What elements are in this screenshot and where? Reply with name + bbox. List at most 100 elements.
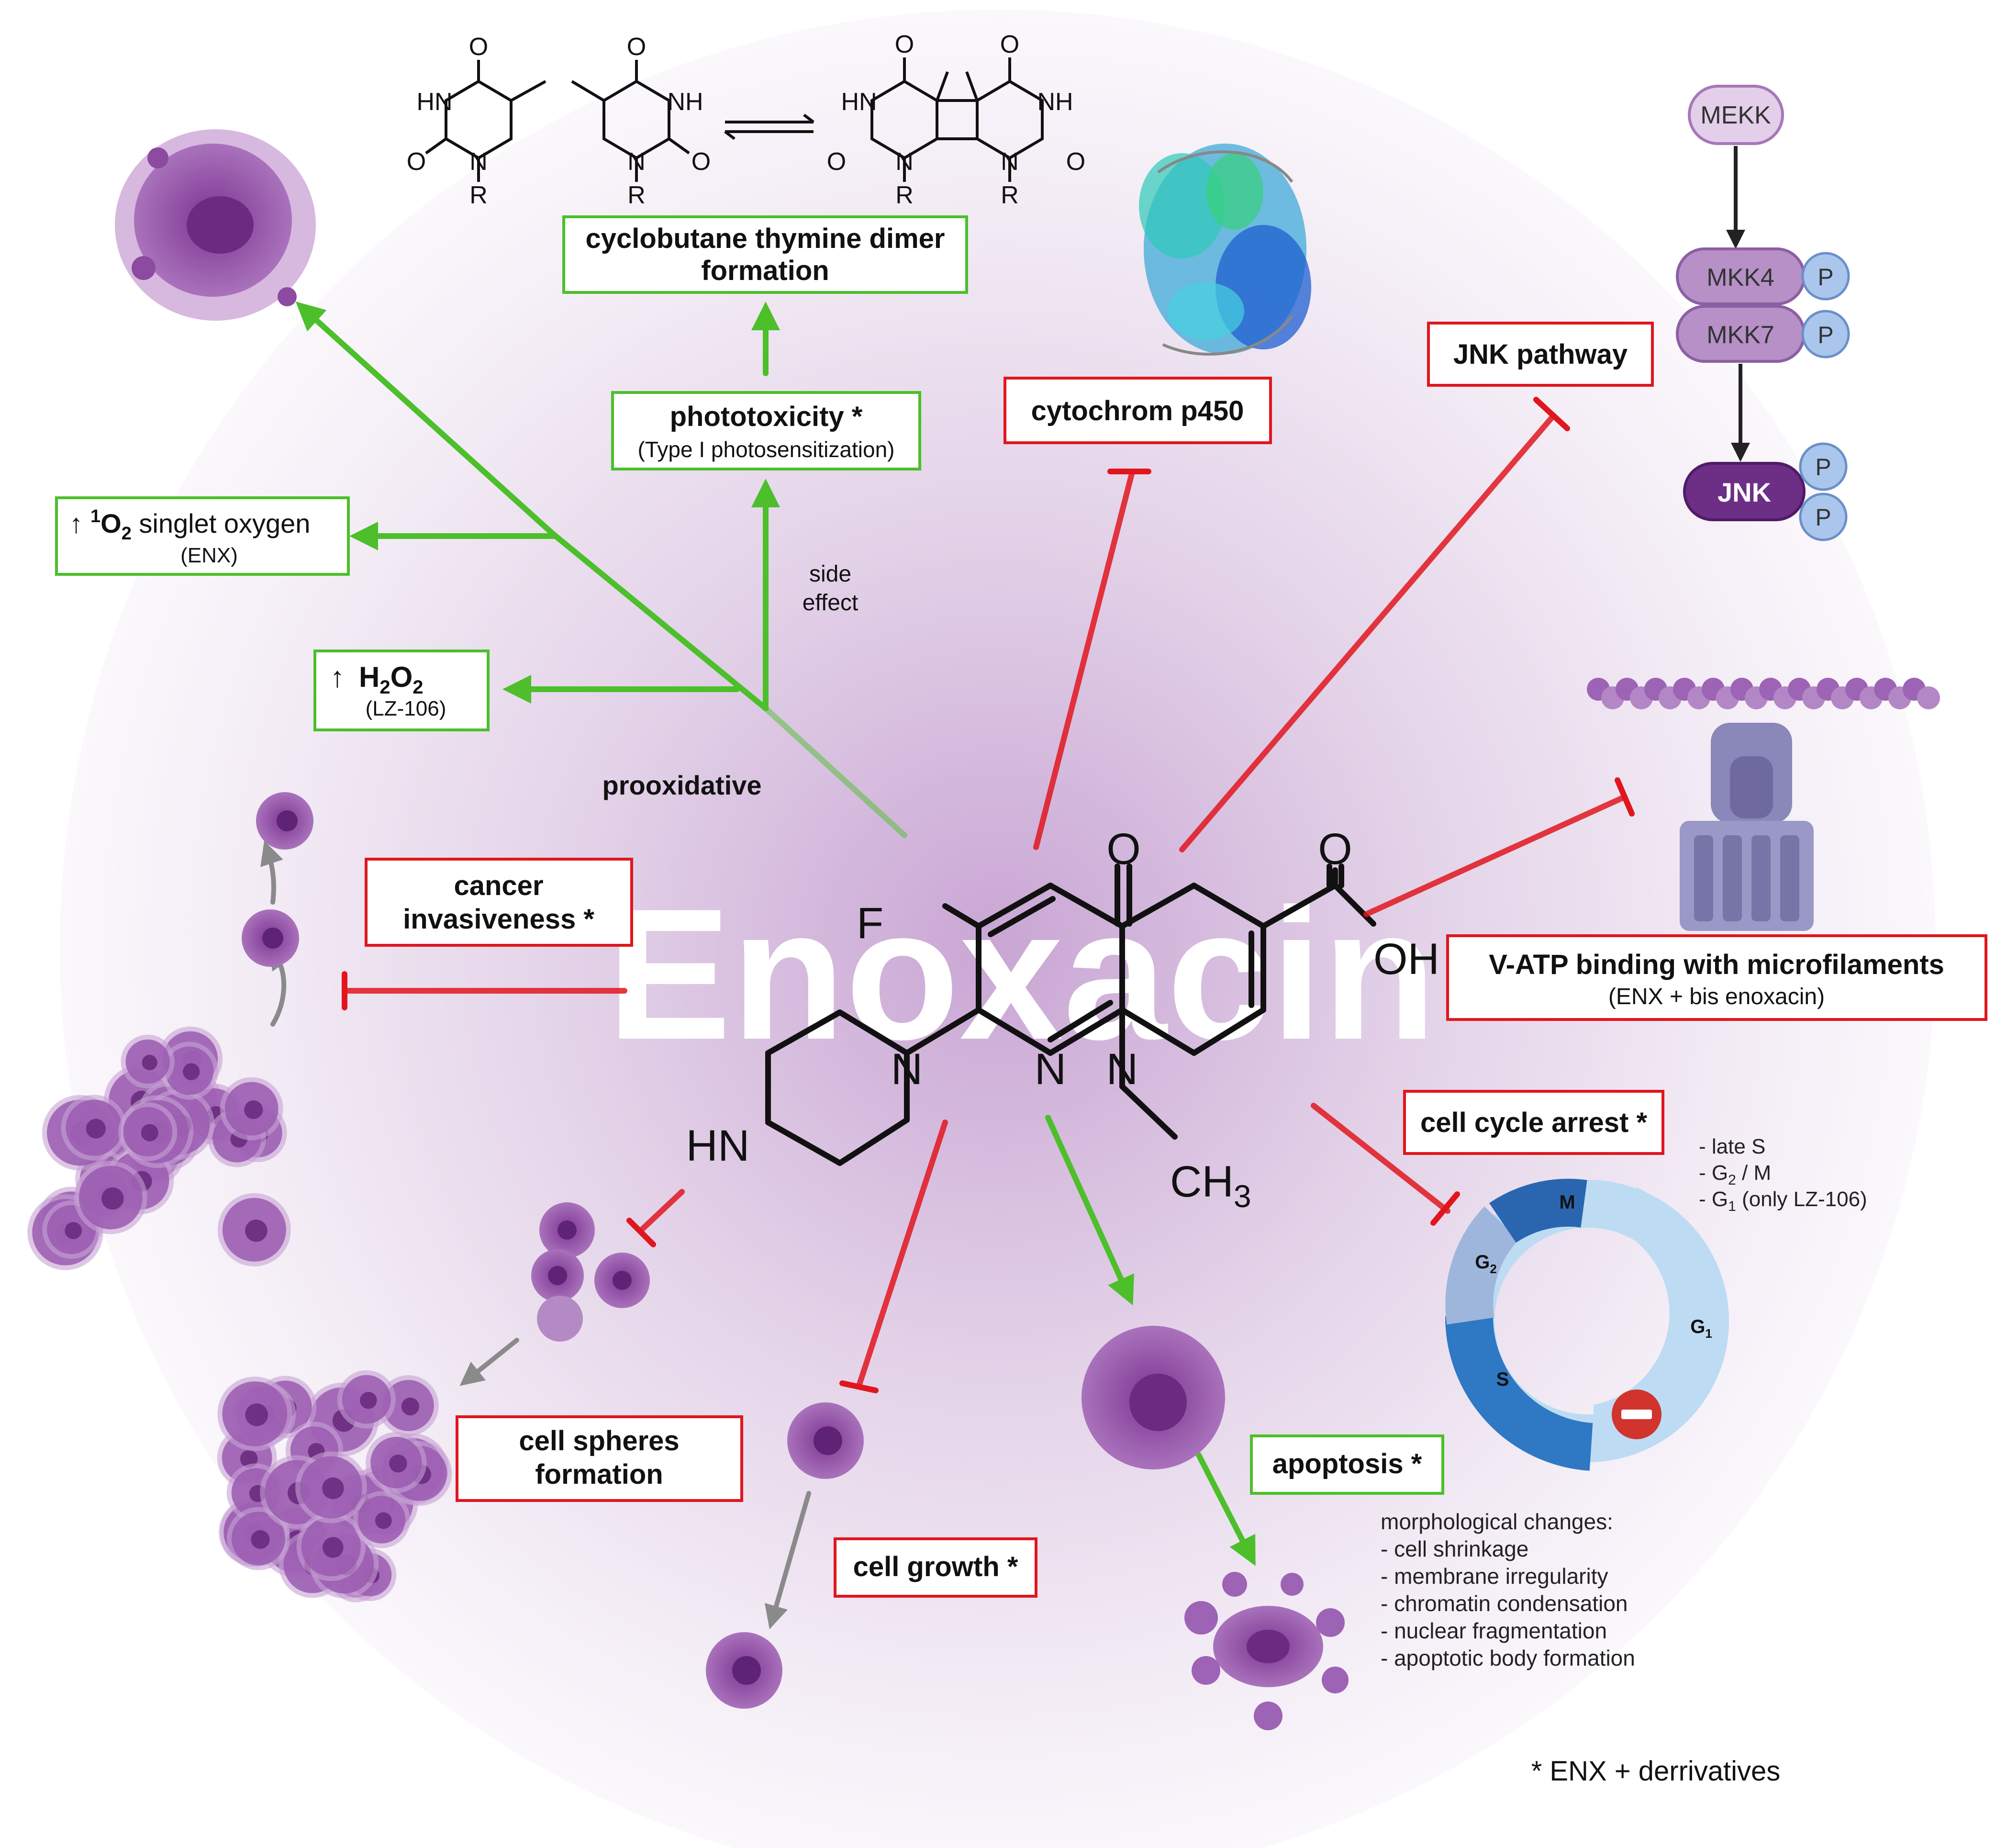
box-jnk: JNK pathway xyxy=(1427,322,1654,387)
svg-text:- cell shrinkage: - cell shrinkage xyxy=(1381,1536,1528,1561)
jnk-cascade: MEKK MKK4 P MKK7 P JNK P P xyxy=(1676,85,1850,541)
thy-o6: O xyxy=(827,148,846,176)
jnk-phospho-1 xyxy=(1799,442,1848,491)
box-singlet-oxygen: ↑1O2 singlet oxygen (ENX) xyxy=(55,496,350,576)
cancer-cell-cluster xyxy=(27,1026,291,1270)
svg-text:(LZ-106): (LZ-106) xyxy=(366,697,446,720)
phase-s-label: S xyxy=(1496,1369,1509,1390)
phase-g2-segment xyxy=(1445,1206,1519,1325)
cell-cycle-notes: - late S - G2 / M - G1 (only LZ-106) xyxy=(1699,1135,1867,1214)
box-cell-cycle-arrest: cell cycle arrest * xyxy=(1403,1090,1664,1155)
thy-r2: R xyxy=(627,181,646,209)
thy-nh4: NH xyxy=(1037,88,1073,116)
svg-text:apoptosis *: apoptosis * xyxy=(1272,1448,1422,1479)
thy-hn1: HN xyxy=(416,88,452,116)
microfilament xyxy=(1587,678,1940,709)
box-phototoxicity: phototoxicity * (Type I photosensitizati… xyxy=(611,391,921,470)
footnote: * ENX + derrivatives xyxy=(1531,1756,1781,1787)
svg-text:morphological changes:: morphological changes: xyxy=(1381,1509,1613,1534)
thy-r1: R xyxy=(469,181,488,209)
phase-s-segment xyxy=(1445,1316,1594,1471)
migrating-cell-2 xyxy=(242,909,299,967)
thy-n4: N xyxy=(1001,148,1019,176)
svg-text:cell growth *: cell growth * xyxy=(853,1551,1018,1582)
small-cell-group xyxy=(531,1202,650,1342)
svg-text:(ENX + bis enoxacin): (ENX + bis enoxacin) xyxy=(1608,984,1825,1009)
thy-r3: R xyxy=(895,181,914,209)
jnk-phospho-2 xyxy=(1799,493,1848,541)
thy-r4: R xyxy=(1001,181,1019,209)
thy-n1: N xyxy=(469,148,488,176)
mekk-label: MEKK xyxy=(1700,101,1771,129)
mkk4-label: MKK4 xyxy=(1706,264,1774,291)
apoptosis-notes: morphological changes: - cell shrinkage … xyxy=(1381,1509,1635,1670)
atom-o-ketone: O xyxy=(1106,825,1141,874)
promote-arrows xyxy=(1045,1115,1256,1566)
box-vatp: V-ATP binding with microfilaments (ENX +… xyxy=(1446,934,1987,1021)
thy-o7: O xyxy=(1000,31,1019,58)
box-cancer-invasiveness: cancer invasiveness * xyxy=(365,858,633,947)
thymine-structures xyxy=(425,57,1044,182)
mekk-node xyxy=(1688,85,1784,145)
growth-cell-1 xyxy=(787,1402,864,1479)
svg-text:- G1 (only LZ-106): - G1 (only LZ-106) xyxy=(1699,1187,1867,1214)
apoptotic-cell-image xyxy=(1082,1326,1225,1469)
atom-o-acid: O xyxy=(1318,825,1352,874)
box-h2o2: ↑H2O2 (LZ-106) xyxy=(313,650,490,731)
jnk-label: JNK xyxy=(1717,477,1771,507)
jnk-p2-label: P xyxy=(1815,504,1831,531)
phase-m-label: M xyxy=(1559,1192,1575,1213)
thy-o3: O xyxy=(627,33,646,61)
svg-text:(Type I photosensitization): (Type I photosensitization) xyxy=(638,437,895,462)
thy-n2: N xyxy=(627,148,646,176)
mkk4-phospho xyxy=(1801,252,1850,301)
svg-text:- late S: - late S xyxy=(1699,1135,1765,1158)
apoptotic-bodies-image xyxy=(1184,1572,1349,1730)
atom-ch3: CH3 xyxy=(1170,1157,1251,1214)
box-cell-spheres: cell spheres formation xyxy=(456,1415,743,1502)
thy-o5: O xyxy=(895,31,914,58)
svg-text:V-ATP binding with microfilame: V-ATP binding with microfilaments xyxy=(1489,949,1944,980)
svg-text:cancer: cancer xyxy=(454,870,543,901)
cell-cycle-ring: M G2 S G1 xyxy=(1445,1178,1729,1471)
atom-f: F xyxy=(857,899,883,948)
thy-o1: O xyxy=(469,33,488,61)
growth-cell-2 xyxy=(706,1632,782,1709)
enoxacin-molecule xyxy=(765,863,1376,1166)
cell-sphere-image xyxy=(217,1370,452,1602)
svg-text:formation: formation xyxy=(701,255,829,286)
jnk-node xyxy=(1683,462,1806,521)
molecule-atoms: O O OH F N N N HN CH3 xyxy=(686,825,1439,1214)
svg-text:- G2 / M: - G2 / M xyxy=(1699,1161,1771,1188)
mkk4-p-label: P xyxy=(1818,264,1833,291)
v-atpase-image xyxy=(1587,678,1940,931)
thy-o4: O xyxy=(691,148,711,176)
thy-o2: O xyxy=(407,148,426,176)
thymine-atoms: O HN O N R O NH O N R O HN O N R O NH O … xyxy=(407,31,1085,209)
svg-text:formation: formation xyxy=(535,1459,663,1490)
svg-text:invasiveness *: invasiveness * xyxy=(403,904,594,935)
box-apoptosis: apoptosis * xyxy=(1250,1434,1444,1495)
thy-hn3: HN xyxy=(841,88,877,116)
svg-text:cyclobutane thymine dimer: cyclobutane thymine dimer xyxy=(586,223,945,254)
h2o2-title: ↑H2O2 xyxy=(330,661,424,698)
svg-text:- membrane irregularity: - membrane irregularity xyxy=(1381,1564,1608,1589)
jnk-p1-label: P xyxy=(1815,454,1831,481)
svg-text:cytochrom p450: cytochrom p450 xyxy=(1031,395,1244,426)
migrating-cell-1 xyxy=(256,792,313,850)
box-cytochrom: cytochrom p450 xyxy=(1004,377,1272,444)
thy-n3: N xyxy=(895,148,914,176)
svg-text:(ENX): (ENX) xyxy=(180,544,238,567)
atom-n-pip: N xyxy=(891,1045,923,1094)
svg-text:- apoptotic body formation: - apoptotic body formation xyxy=(1381,1646,1635,1670)
inhibition-lines xyxy=(342,397,1635,1393)
cytochrome-protein-image xyxy=(1139,144,1311,356)
atom-n-ring2: N xyxy=(1106,1045,1138,1094)
svg-text:cell spheres: cell spheres xyxy=(519,1425,679,1456)
damaged-cell-image xyxy=(115,129,316,321)
mkk7-label: MKK7 xyxy=(1706,321,1774,349)
singlet-oxygen-title: ↑1O2 singlet oxygen xyxy=(69,506,310,544)
svg-text:- chromatin condensation: - chromatin condensation xyxy=(1381,1591,1628,1616)
